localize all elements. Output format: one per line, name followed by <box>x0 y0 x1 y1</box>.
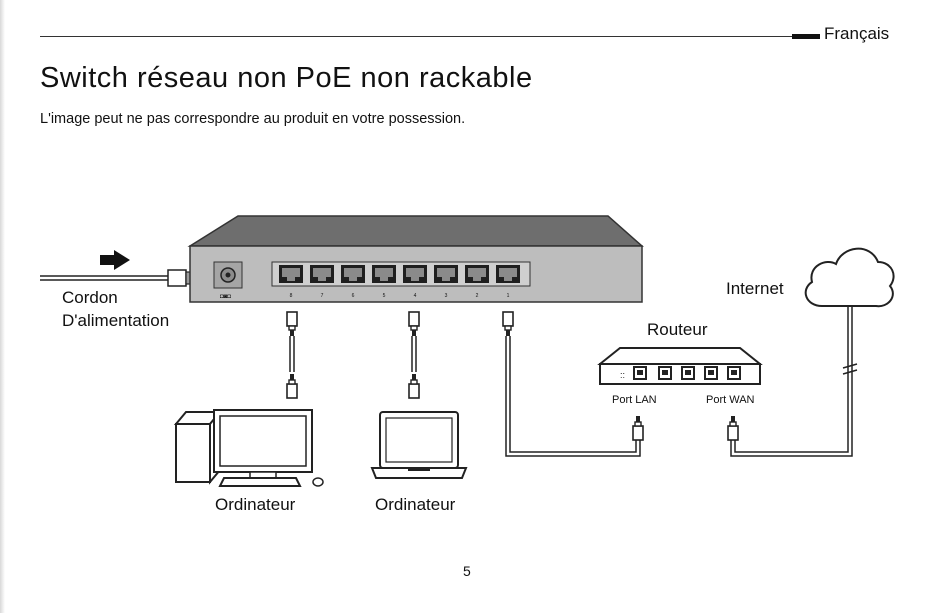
router-label: Routeur <box>647 320 708 339</box>
port-number: 8 <box>290 293 293 299</box>
desktop-computer-icon <box>173 409 324 487</box>
laptop-icon <box>370 411 468 479</box>
svg-text:◘◙◘: ◘◙◘ <box>220 294 231 300</box>
port-number: 5 <box>383 293 386 299</box>
network-switch: ◘◙◘ 8 7 6 5 4 3 2 1 <box>187 215 644 303</box>
port-wan-label: Port WAN <box>706 394 755 406</box>
cable-router-internet <box>727 306 858 457</box>
svg-text:::: :: <box>620 370 625 380</box>
port-lan-label: Port LAN <box>612 394 657 406</box>
arrow-right-icon <box>100 250 130 270</box>
internet-label: Internet <box>726 279 784 298</box>
page-number: 5 <box>463 563 471 579</box>
desktop-label: Ordinateur <box>215 495 296 514</box>
header-rule <box>40 36 792 37</box>
port-number: 1 <box>507 293 510 299</box>
scan-edge <box>0 0 5 613</box>
cloud-icon <box>804 247 895 308</box>
language-label: Français <box>824 24 890 43</box>
port-number: 6 <box>352 293 355 299</box>
power-cord <box>40 269 205 287</box>
port-number: 4 <box>414 293 417 299</box>
port-number: 7 <box>321 293 324 299</box>
cable-laptop <box>408 311 420 399</box>
port-number: 3 <box>445 293 448 299</box>
header-rule-marker <box>792 34 820 39</box>
router: :: <box>597 347 763 385</box>
laptop-label: Ordinateur <box>375 495 456 514</box>
cable-switch-router <box>502 311 644 457</box>
power-cord-label-line1: Cordon <box>62 288 118 307</box>
power-cord-label-line2: D'alimentation <box>62 311 169 330</box>
cable-desktop <box>286 311 298 399</box>
port-number: 2 <box>476 293 479 299</box>
page-subtitle: L'image peut ne pas correspondre au prod… <box>40 111 466 127</box>
page-title: Switch réseau non PoE non rackable <box>40 62 533 94</box>
